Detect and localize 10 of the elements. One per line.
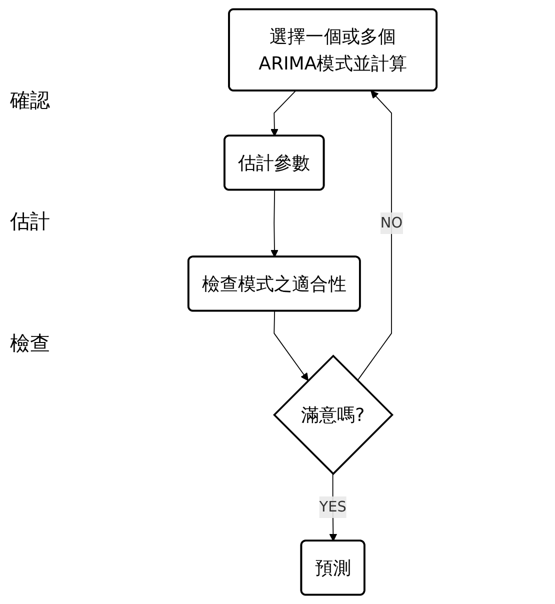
- arrow: [274, 310, 308, 381]
- arrow: [357, 90, 392, 382]
- stage-label: 確認: [10, 87, 51, 114]
- arrow: [270, 90, 296, 136]
- arrow: [270, 190, 278, 258]
- stage-label: 檢查: [10, 330, 51, 357]
- edge-label: YES: [319, 498, 346, 516]
- edge-label: NO: [380, 214, 403, 232]
- node-diamond: 滿意嗎?: [273, 354, 394, 476]
- stage-label: 估計: [10, 208, 51, 236]
